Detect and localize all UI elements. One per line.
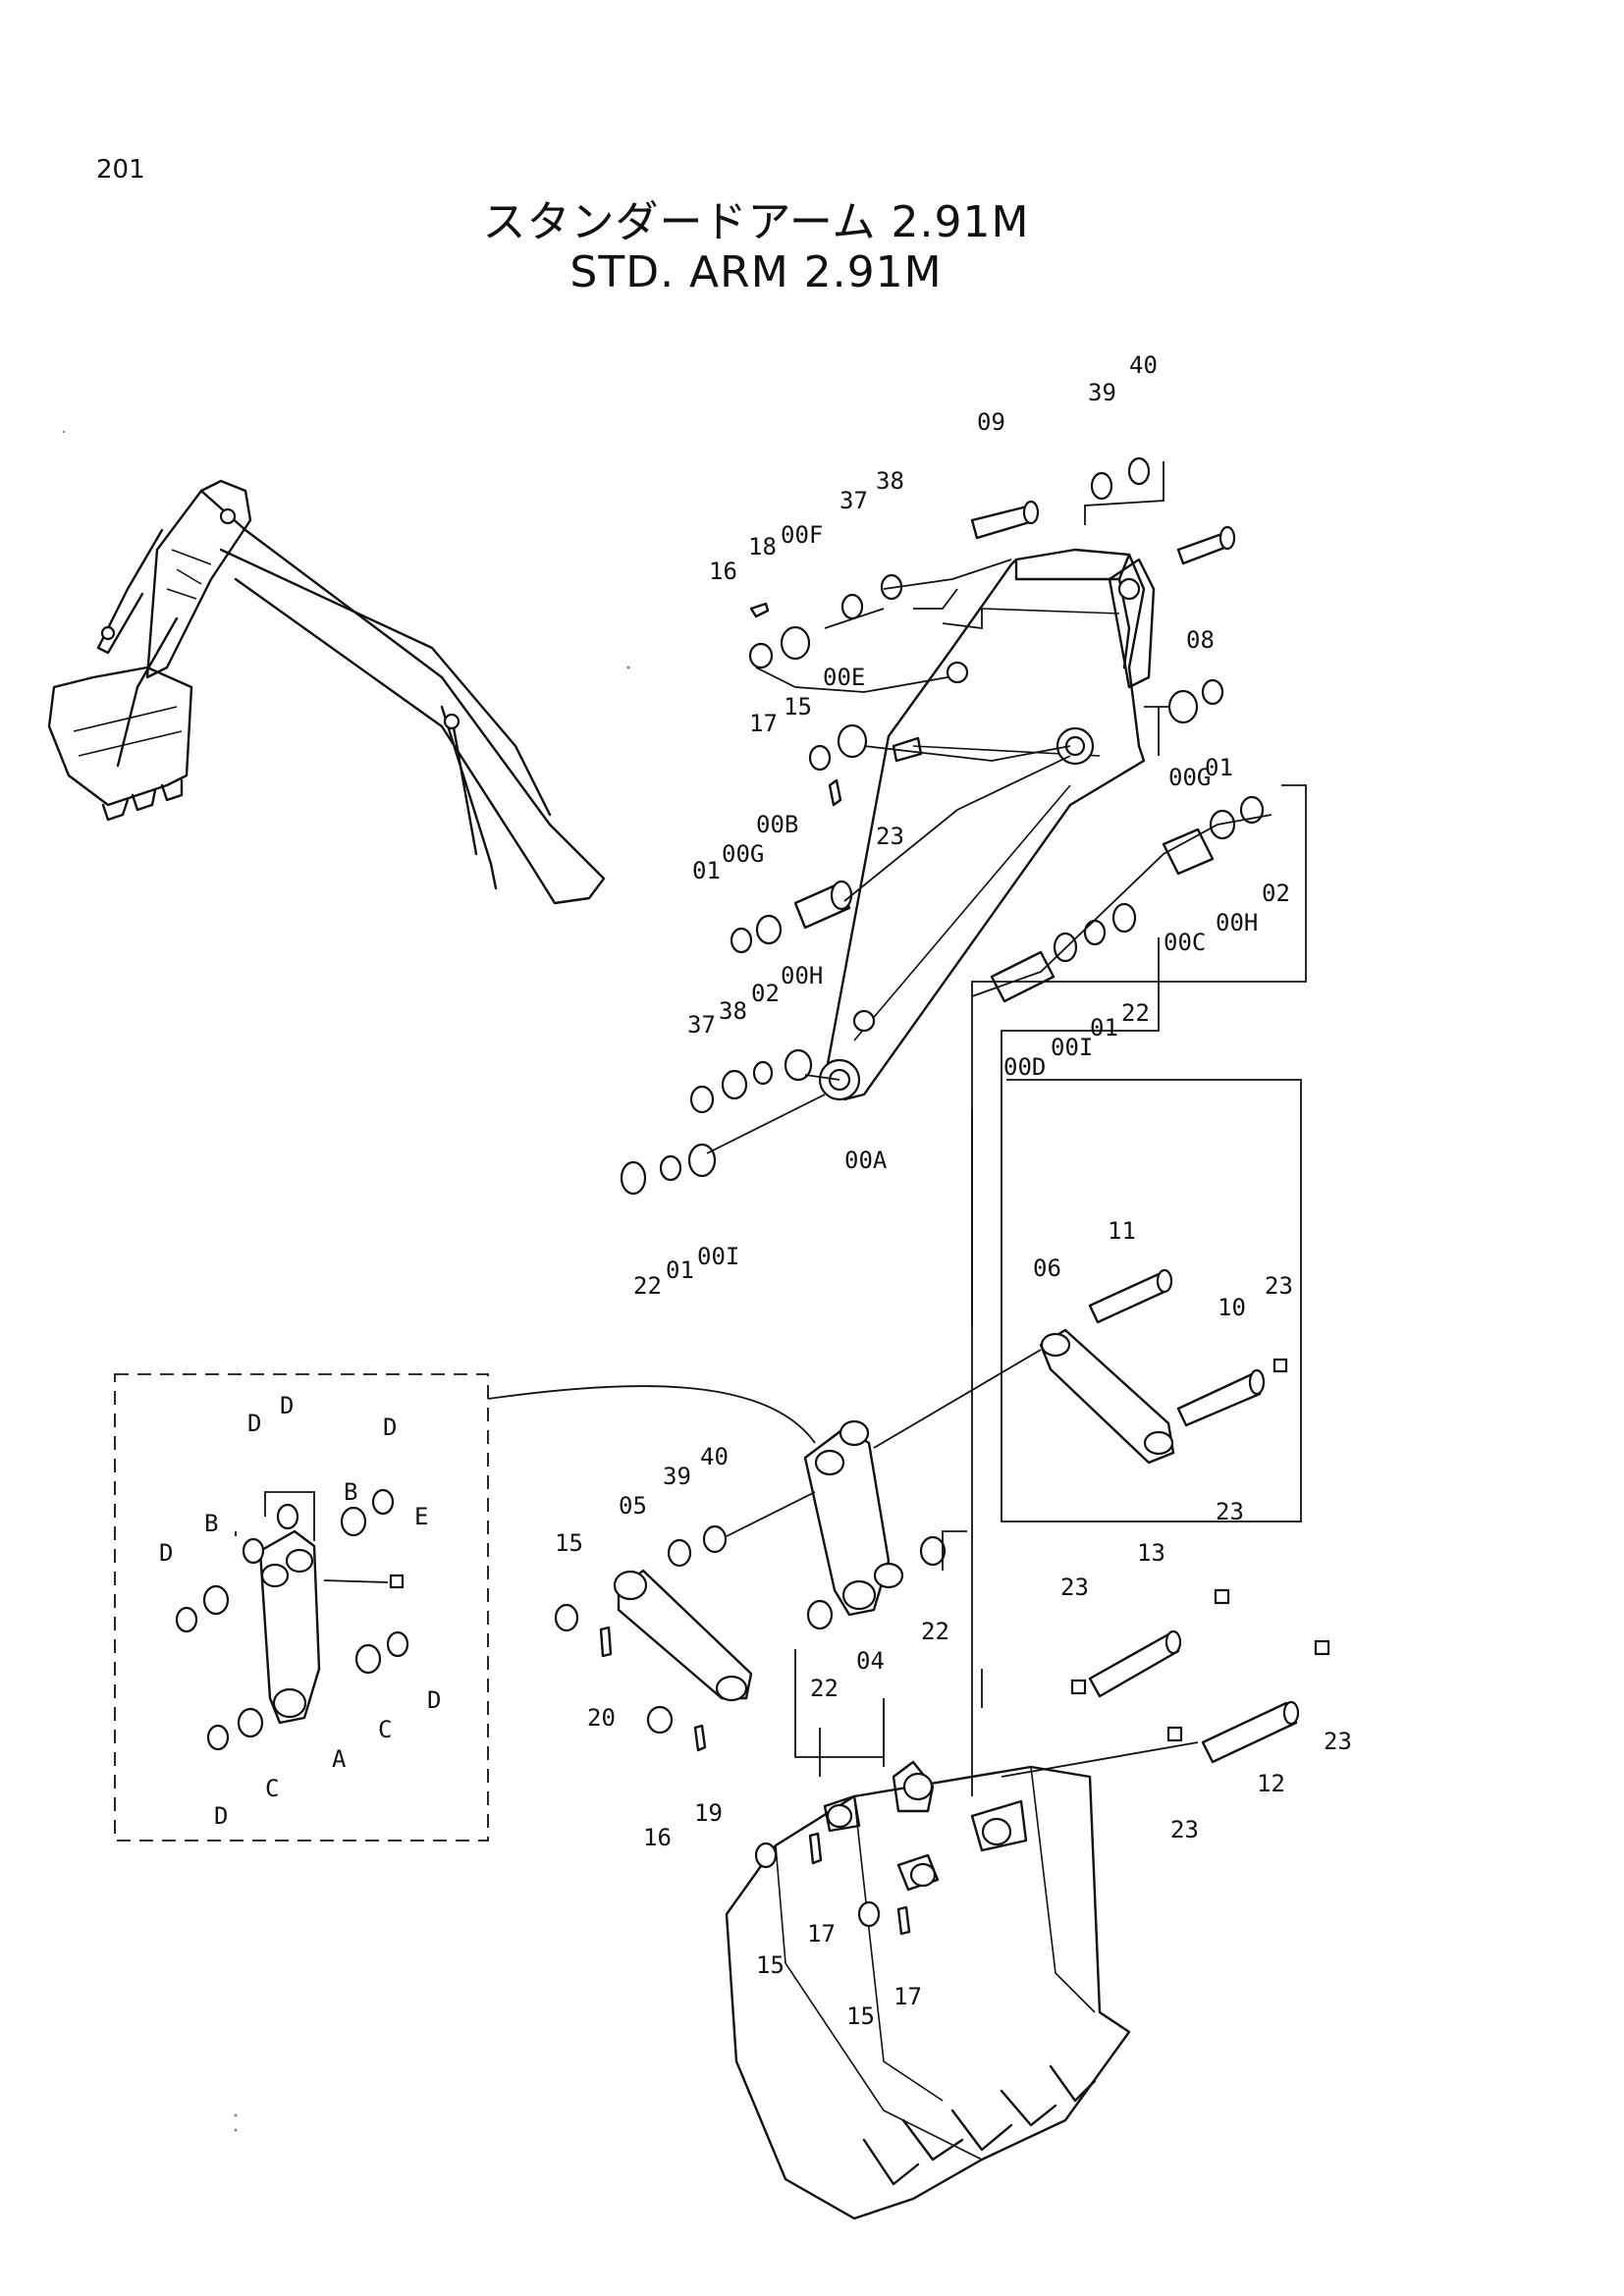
part-label: 23	[1060, 1574, 1089, 1601]
part-label: 01	[666, 1256, 694, 1284]
part-label: 23	[1265, 1272, 1293, 1300]
part-label: 37	[687, 1011, 716, 1039]
detail-label: D	[159, 1539, 173, 1567]
arm-lower-left-parts	[620, 755, 1071, 1196]
part-label: 00A	[844, 1147, 888, 1174]
arm-upper-parts	[748, 456, 1236, 807]
link-parts	[554, 1268, 1288, 1758]
part-label: 39	[663, 1463, 691, 1490]
scan-specks	[62, 430, 630, 2132]
part-label: 16	[709, 558, 737, 585]
part-label: 02	[751, 980, 780, 1007]
part-label: 05	[619, 1492, 647, 1520]
part-label: 02	[1262, 880, 1290, 907]
detail-label: D	[280, 1392, 294, 1419]
part-label: 01	[1090, 1014, 1118, 1041]
part-label: 17	[893, 1983, 922, 2010]
part-label: 22	[810, 1675, 839, 1702]
part-label: 17	[749, 710, 778, 737]
part-label: 00F	[781, 521, 823, 549]
part-label: 00G	[722, 840, 764, 868]
part-label: 00I	[1051, 1034, 1093, 1061]
detail-inset	[114, 1373, 816, 1842]
detail-label: E	[414, 1503, 428, 1530]
part-label: 38	[876, 467, 904, 495]
part-label: 00G	[1168, 764, 1211, 791]
part-label: 22	[633, 1272, 662, 1300]
part-label: 23	[1170, 1816, 1199, 1843]
part-label: 37	[839, 487, 868, 514]
excavator-overview-sketch	[47, 479, 606, 905]
detail-label: B	[204, 1510, 218, 1537]
detail-label: D	[247, 1410, 261, 1437]
part-label: 11	[1108, 1217, 1136, 1245]
part-label: 23	[876, 823, 904, 850]
part-label: 00E	[823, 664, 865, 691]
detail-label: D	[427, 1686, 441, 1714]
detail-inset-labels: D D B D B E D C D A C D	[159, 1392, 441, 1830]
part-label: 15	[555, 1529, 583, 1557]
arm-right-parts	[971, 784, 1307, 1522]
detail-label: D	[383, 1414, 397, 1441]
part-label: 12	[1257, 1770, 1285, 1797]
part-label: 00B	[756, 811, 798, 838]
part-label: 00D	[1003, 1053, 1046, 1081]
part-label: 40	[1129, 351, 1158, 379]
part-label: 19	[694, 1799, 723, 1827]
part-number-labels: 40 39 09 38 37 18 00F 16 08 00E 15 17 00…	[555, 351, 1352, 2030]
part-label: 39	[1088, 379, 1116, 406]
part-label: 23	[1324, 1728, 1352, 1755]
part-label: 20	[587, 1704, 616, 1732]
detail-label: B	[344, 1478, 357, 1506]
part-label: 00I	[697, 1243, 739, 1270]
arm-assembly	[818, 548, 1156, 1101]
part-label: 17	[807, 1920, 836, 1948]
part-label: 15	[756, 1951, 785, 1979]
part-label: 04	[856, 1647, 885, 1675]
part-label: 16	[643, 1824, 672, 1851]
part-label: 15	[784, 693, 812, 721]
part-label: 10	[1218, 1294, 1246, 1321]
part-label: 09	[977, 408, 1005, 436]
part-label: 23	[1216, 1498, 1244, 1525]
part-label: 06	[1033, 1255, 1061, 1282]
part-label: 38	[719, 997, 747, 1025]
part-label: 13	[1137, 1539, 1165, 1567]
part-label: 15	[846, 2002, 875, 2030]
part-label: 18	[748, 533, 777, 561]
part-label: 00H	[781, 962, 823, 989]
part-label: 01	[1205, 754, 1233, 781]
part-label: 01	[692, 857, 721, 884]
part-label: 00C	[1164, 929, 1206, 956]
detail-label: D	[214, 1802, 228, 1830]
detail-label: C	[265, 1775, 279, 1802]
detail-label: A	[332, 1745, 347, 1773]
part-label: 22	[921, 1618, 949, 1645]
part-label: 00H	[1216, 909, 1258, 936]
bucket-assembly	[725, 1588, 1330, 2220]
part-label: 22	[1121, 999, 1150, 1027]
part-label: 08	[1186, 626, 1215, 654]
title-english: STD. ARM 2.91M	[569, 247, 943, 297]
detail-label: C	[378, 1716, 392, 1743]
title-japanese: スタンダードアーム 2.91M	[482, 197, 1030, 247]
page-number: 201	[96, 155, 145, 185]
part-label: 40	[700, 1443, 729, 1470]
